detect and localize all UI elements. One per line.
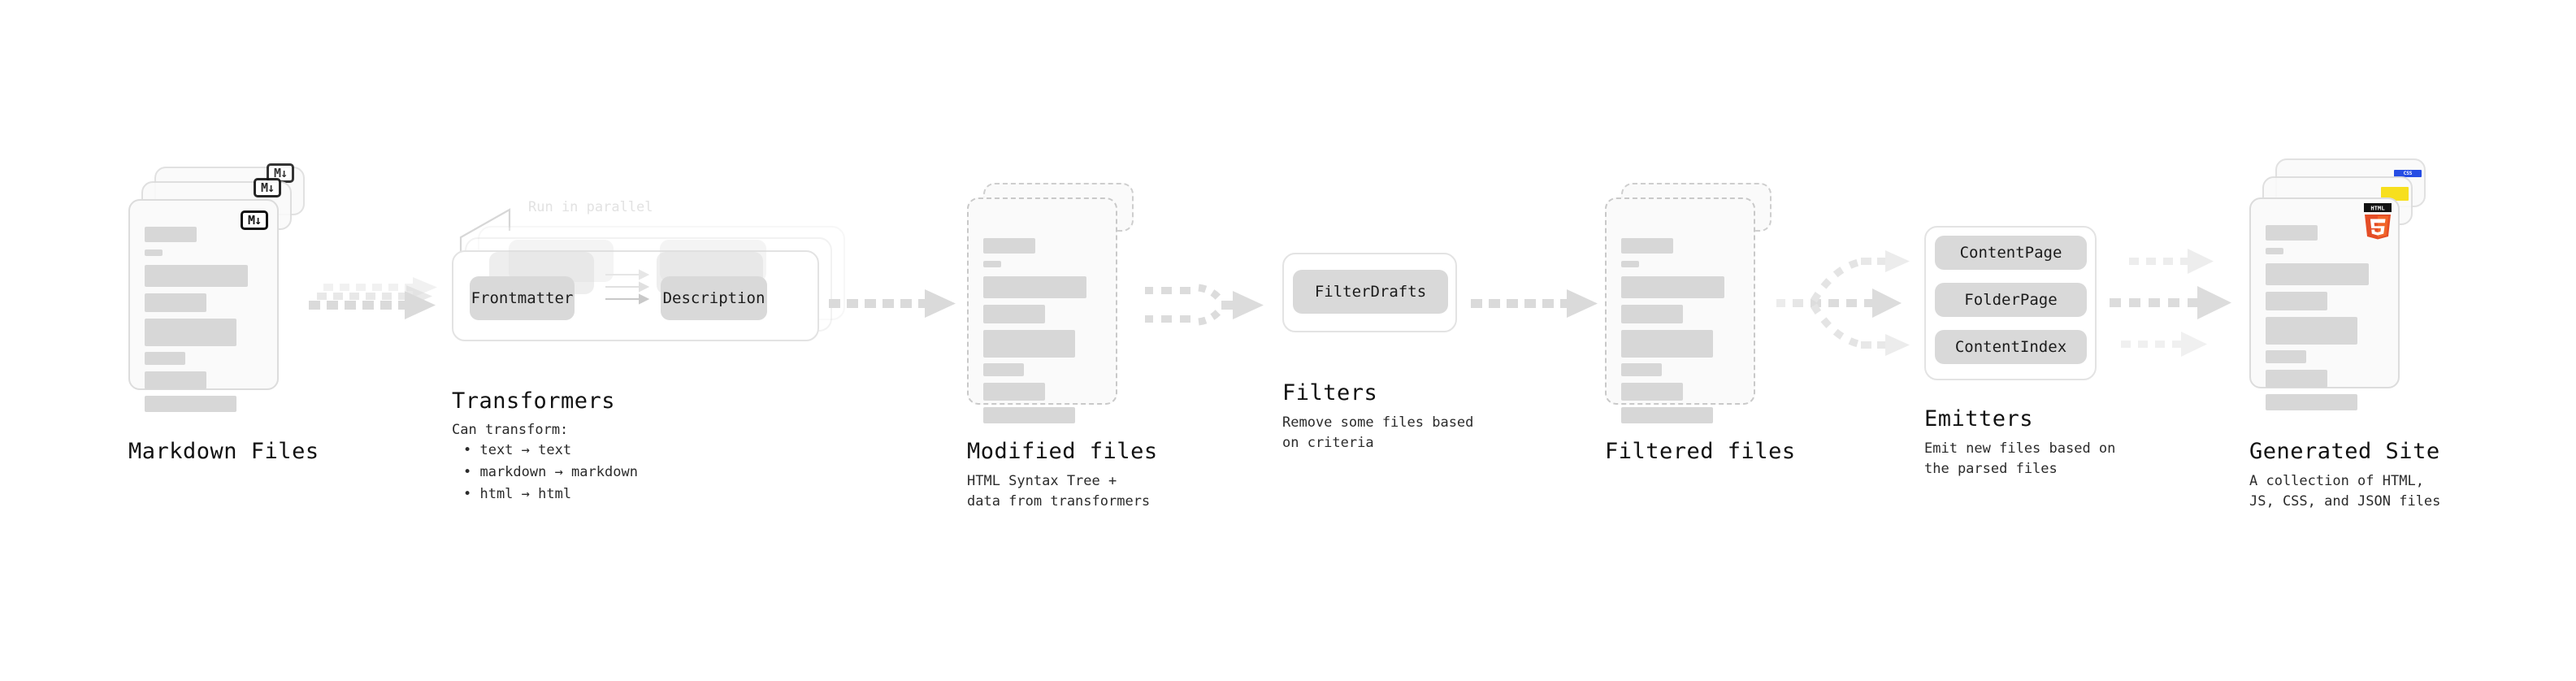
filter-chip-filterdrafts[interactable]: FilterDrafts <box>1293 270 1448 314</box>
svg-text:HTML: HTML <box>2370 205 2385 212</box>
markdown-icon: M↓ <box>241 210 268 230</box>
stage-subtitle-transformers: Can transform: <box>452 422 569 438</box>
html5-icon: HTML <box>2364 203 2392 240</box>
content-bar <box>1621 276 1724 298</box>
run-in-parallel-label: Run in parallel <box>528 199 653 215</box>
connector-transformers-to-modified <box>829 289 956 318</box>
content-bar <box>2266 394 2357 410</box>
javascript-icon <box>2381 187 2409 201</box>
content-bar <box>1621 261 1639 267</box>
content-bar <box>2266 225 2318 241</box>
transformer-chip-frontmatter[interactable]: Frontmatter <box>470 276 575 320</box>
content-bar <box>2266 263 2369 285</box>
content-bar <box>1621 238 1673 254</box>
stage-subtitle-filters: Remove some files based on criteria <box>1282 414 1474 451</box>
transformer-inner-arrows <box>605 269 650 305</box>
transformer-bullet-3: • html → html <box>463 486 572 502</box>
content-bar <box>2266 370 2327 388</box>
content-bar <box>145 249 163 256</box>
content-bar <box>2266 317 2357 345</box>
stage-title-generated-site: Generated Site <box>2249 439 2440 464</box>
content-bar <box>983 383 1045 401</box>
content-bar <box>2266 248 2283 254</box>
content-bar <box>145 371 206 389</box>
css-icon: CSS <box>2394 170 2422 177</box>
content-bar <box>145 352 185 365</box>
stage-subtitle-emitters: Emit new files based on the parsed files <box>1924 440 2116 477</box>
emitter-chip-contentpage[interactable]: ContentPage <box>1935 236 2087 270</box>
connector-filters-to-filtered <box>1471 289 1598 318</box>
transformer-chip-ghost <box>509 240 614 282</box>
emitter-chip-folderpage[interactable]: FolderPage <box>1935 283 2087 317</box>
content-bar <box>983 330 1075 358</box>
content-bar <box>145 227 197 242</box>
content-bar <box>1621 363 1662 376</box>
transformer-bullet-2: • markdown → markdown <box>463 464 638 480</box>
content-bar <box>145 265 248 287</box>
emitter-chip-contentindex[interactable]: ContentIndex <box>1935 330 2087 364</box>
content-bar <box>983 261 1001 267</box>
stage-title-filtered-files: Filtered files <box>1605 439 1796 464</box>
transformer-bullet-1: • text → text <box>463 442 572 458</box>
connector-md-to-transformers <box>309 277 437 319</box>
content-bar <box>2266 350 2306 363</box>
document-sheet-front <box>967 197 1117 423</box>
content-bar <box>983 363 1024 376</box>
connector-emitters-to-site <box>2110 249 2231 357</box>
connector-modified-to-filters <box>1145 284 1264 326</box>
stage-subtitle-generated-site: A collection of HTML, JS, CSS, and JSON … <box>2249 473 2441 510</box>
transformer-chip-ghost <box>660 240 766 282</box>
stage-title-emitters: Emitters <box>1924 406 2034 432</box>
content-bar <box>1621 330 1713 358</box>
transformer-chip-description[interactable]: Description <box>661 276 767 320</box>
content-bar <box>1621 383 1683 401</box>
markdown-icon-back1: M↓ <box>254 178 281 197</box>
stage-title-filters: Filters <box>1282 380 1378 406</box>
content-bar <box>145 319 236 346</box>
document-sheet-front <box>128 199 279 412</box>
content-bar <box>983 305 1045 323</box>
stage-title-modified-files: Modified files <box>967 439 1158 464</box>
connector-filtered-to-emitters <box>1776 250 1910 356</box>
content-bar <box>1621 305 1683 323</box>
stage-title-markdown-files: Markdown Files <box>128 439 319 464</box>
content-bar <box>2266 292 2327 310</box>
content-bar <box>145 293 206 312</box>
content-bar <box>983 238 1035 254</box>
content-bar <box>1621 407 1713 423</box>
stage-title-transformers: Transformers <box>452 388 616 414</box>
content-bar <box>983 407 1075 423</box>
document-sheet-front <box>1605 197 1755 423</box>
content-bar <box>983 276 1086 298</box>
parallel-bracket <box>459 208 511 254</box>
content-bar <box>145 396 236 412</box>
stage-subtitle-modified-files: HTML Syntax Tree + data from transformer… <box>967 473 1151 510</box>
